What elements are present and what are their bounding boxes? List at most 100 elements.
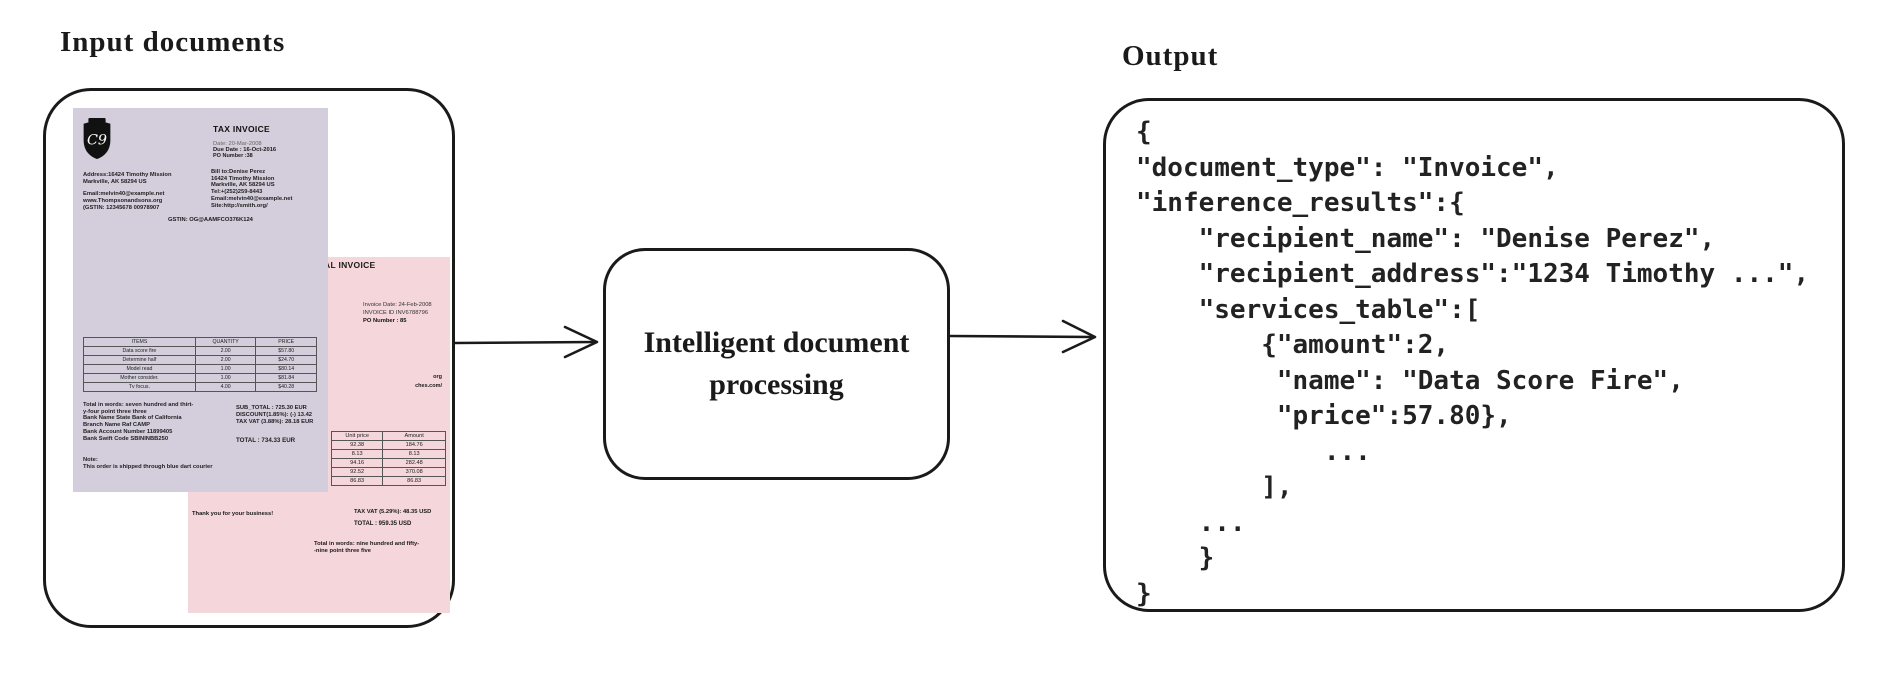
purple-invoice-date: Date: 20-Mar-2008: [213, 141, 262, 147]
table-header-cell: Unit price: [330, 431, 384, 441]
json-line: "recipient_address":"1234 Timothy ...",: [1136, 259, 1810, 289]
table-cell: 282.48: [382, 458, 446, 468]
purple-gstin: GSTIN: OG@AAMFCO376K124: [168, 217, 253, 223]
purple-tax-vat: TAX VAT (3.88%): 28.18 EUR: [236, 418, 314, 425]
json-line: "inference_results":{: [1136, 188, 1465, 218]
table-row: 86.83 86.83: [330, 476, 446, 486]
pink-total-words-line: Total in words: nine hundred and fifty-: [314, 541, 420, 547]
table-cell: Model read: [83, 364, 196, 374]
note-line: This order is shipped through blue dart …: [83, 463, 213, 470]
table-cell: Mother consider.: [83, 373, 196, 383]
table-cell: Data score fire: [83, 346, 196, 356]
table-header-row: ITEMS QUANTITY PRICE: [83, 337, 317, 347]
json-line: "services_table":[: [1136, 294, 1481, 325]
bill-to-line: Tel:+(252)259-8443: [211, 189, 263, 196]
table-row: Data score fire 2.00 $57.80: [83, 346, 317, 356]
table-cell: $81.84: [255, 373, 317, 383]
bill-to-line: Email:melvin40@example.net: [211, 195, 293, 202]
total-words-line: y-four point three three: [83, 408, 147, 415]
json-line: "name": "Data Score Fire",: [1136, 365, 1684, 396]
table-header-cell: ITEMS: [83, 337, 196, 347]
table-row: 8.13 8.13: [330, 449, 446, 459]
pink-partial-text: org ches.com/: [415, 373, 442, 391]
table-cell: $40.28: [255, 382, 317, 392]
table-cell: 92.38: [330, 440, 384, 450]
bank-line: Bank Name State Bank of California: [83, 415, 182, 422]
bank-line: Branch Name Raf CAMP: [83, 422, 151, 429]
table-cell: 86.83: [330, 476, 384, 486]
note-line: Note:: [83, 457, 98, 463]
table-cell: 94.16: [330, 458, 384, 468]
table-row: Tv focus. 4.00 $40.28: [83, 382, 317, 392]
table-cell: 1.00: [194, 373, 257, 383]
json-line: {"amount":2,: [1136, 330, 1450, 360]
table-row: 92.38 184.76: [330, 440, 446, 450]
json-line: ],: [1136, 472, 1293, 502]
pink-total: TOTAL : 959.35 USD: [354, 521, 412, 527]
table-row: 92.52 370.08: [330, 467, 446, 477]
svg-text:C9: C9: [87, 133, 107, 149]
pink-tax-vat: TAX VAT (5.29%): 48.35 USD: [354, 509, 432, 515]
company-logo-shield-icon: C9: [83, 118, 111, 160]
output-label: Output: [1122, 40, 1219, 72]
purple-invoice-header: TAX INVOICE Date: 20-Mar-2008 Due Date :…: [213, 124, 276, 159]
bank-line: Bank Account Number 11899405: [83, 428, 173, 435]
contact-line: Email:melvin40@example.net: [83, 191, 165, 198]
output-json-code: { "document_type": "Invoice", "inference…: [1106, 101, 1842, 612]
total-words-line: Total in words: seven hundred and thirt-: [83, 402, 194, 408]
purple-discount: DISCOUNT(1.85%): (-) 13.42: [236, 411, 313, 418]
purple-subtotal: SUB_TOTAL : 725.30 EUR: [236, 405, 307, 411]
table-header-cell: Amount: [382, 431, 446, 441]
pink-total-in-words: Total in words: nine hundred and fifty- …: [314, 541, 419, 555]
input-documents-label: Input documents: [60, 26, 286, 58]
purple-invoice-title: TAX INVOICE: [213, 124, 270, 134]
pink-partial-line: ches.com/: [415, 383, 442, 389]
table-row: Mother consider. 1.00 $81.84: [83, 373, 317, 383]
pink-invoice-title: ORIGINAL INVOICE: [292, 260, 376, 270]
pink-total-words-line: -nine point three five: [314, 548, 372, 554]
purple-total: TOTAL : 734.33 EUR: [236, 436, 296, 444]
purple-items-table: ITEMS QUANTITY PRICE Data score fire 2.0…: [83, 337, 317, 392]
table-cell: 2.00: [194, 346, 257, 356]
pink-thank-you: Thank you for your business!: [192, 511, 274, 517]
table-cell: 86.83: [382, 476, 446, 486]
json-line: "price":57.80},: [1136, 401, 1512, 431]
intelligent-document-processing-box: Intelligent document processing: [603, 248, 950, 480]
pink-invoice-id: INVOICE ID INV6788796: [363, 310, 429, 316]
process-label-line2: processing: [709, 368, 844, 401]
address-line: Markville, AK 58294 US: [83, 178, 147, 185]
table-cell: 184.76: [382, 440, 446, 450]
json-line: {: [1136, 117, 1152, 147]
table-cell: $57.80: [255, 346, 317, 356]
pink-invoice-date: Invoice Date: 24-Feb-2008: [363, 302, 432, 308]
table-cell: Determine half: [83, 355, 196, 365]
purple-seller-address: Address:16424 Timothy Mission Markville,…: [83, 172, 172, 212]
json-line: ...: [1136, 436, 1371, 467]
json-line: ...: [1136, 507, 1246, 538]
purple-totals: SUB_TOTAL : 725.30 EUR DISCOUNT(1.85%): …: [236, 405, 313, 445]
table-header-row: Unit price Amount: [330, 431, 446, 441]
table-cell: $80.14: [255, 364, 317, 374]
table-cell: 8.13: [330, 449, 384, 459]
table-cell: 370.08: [382, 467, 446, 477]
bill-to-line: Site:http://smith.org/: [211, 202, 268, 209]
process-box-label: Intelligent document processing: [644, 322, 910, 406]
json-line: }: [1136, 543, 1215, 573]
json-line: "recipient_name": "Denise Perez",: [1136, 223, 1716, 254]
pink-invoice-meta: Invoice Date: 24-Feb-2008 INVOICE ID INV…: [363, 301, 432, 325]
address-line: Address:16424 Timothy Mission: [83, 172, 172, 178]
json-line: "document_type": "Invoice",: [1136, 152, 1559, 183]
purple-po-number: PO Number :38: [213, 153, 253, 159]
table-header-cell: QUANTITY: [194, 337, 257, 347]
contact-line: www.Thompsonandsons.org: [83, 198, 163, 205]
pink-partial-line: org: [433, 374, 442, 380]
purple-due-date: Due Date : 16-Oct-2016: [213, 147, 277, 153]
table-cell: Tv focus.: [83, 382, 196, 392]
table-row: Model read 1.00 $80.14: [83, 364, 317, 374]
arrow-input-to-process-icon: [453, 325, 599, 359]
output-json-box: { "document_type": "Invoice", "inference…: [1103, 98, 1845, 612]
table-cell: 8.13: [382, 449, 446, 459]
purple-total-in-words-and-bank: Total in words: seven hundred and thirt-…: [83, 402, 193, 442]
json-line: }: [1136, 578, 1152, 609]
invoice-document-purple: C9 TAX INVOICE Date: 20-Mar-2008 Due Dat…: [73, 108, 328, 492]
